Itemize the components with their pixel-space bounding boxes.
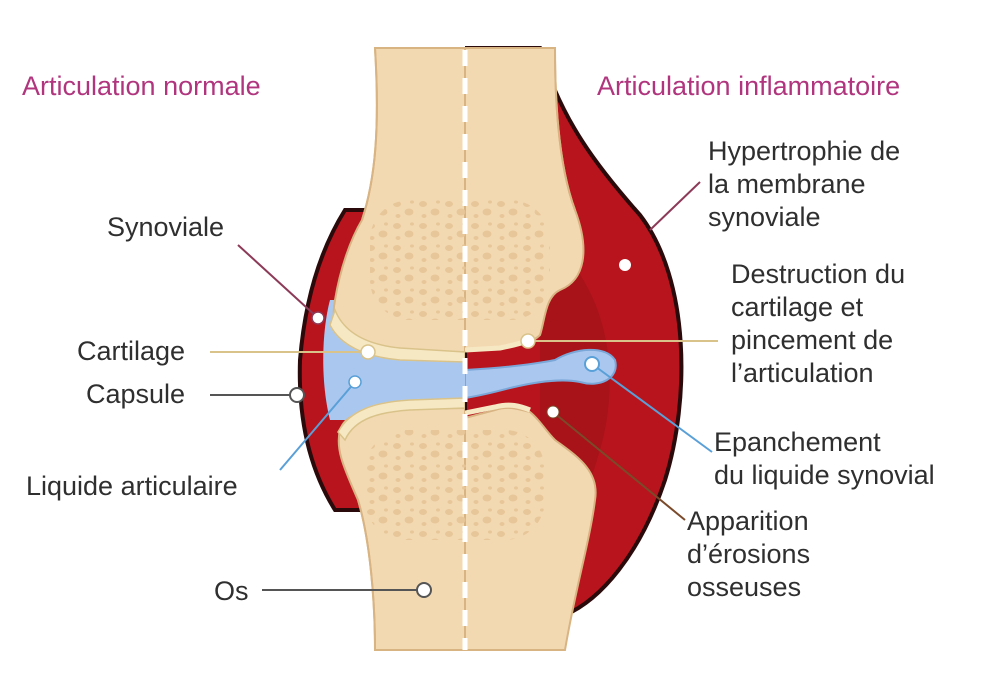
leader-lines — [210, 181, 718, 591]
marker-dots — [289, 259, 631, 598]
label-destruction: Destruction du cartilage et pincement de… — [731, 259, 913, 388]
label-cartilage: Cartilage — [77, 336, 185, 366]
label-epanchement: Epanchement du liquide synovial — [714, 427, 935, 490]
label-os: Os — [214, 576, 249, 606]
label-liquide-articulaire: Liquide articulaire — [26, 471, 238, 501]
heading-normal: Articulation normale — [22, 71, 261, 101]
label-hypertrophie: Hypertrophie de la membrane synoviale — [708, 136, 908, 232]
label-synoviale: Synoviale — [107, 212, 224, 242]
label-capsule: Capsule — [86, 379, 185, 409]
inflammatory-half — [465, 46, 684, 651]
heading-inflammatory: Articulation inflammatoire — [597, 71, 900, 101]
normal-half — [297, 47, 465, 651]
synovial-effusion — [465, 348, 617, 400]
label-apparition: Apparition d’érosions osseuses — [687, 506, 818, 602]
lower-cartilage — [337, 397, 465, 442]
